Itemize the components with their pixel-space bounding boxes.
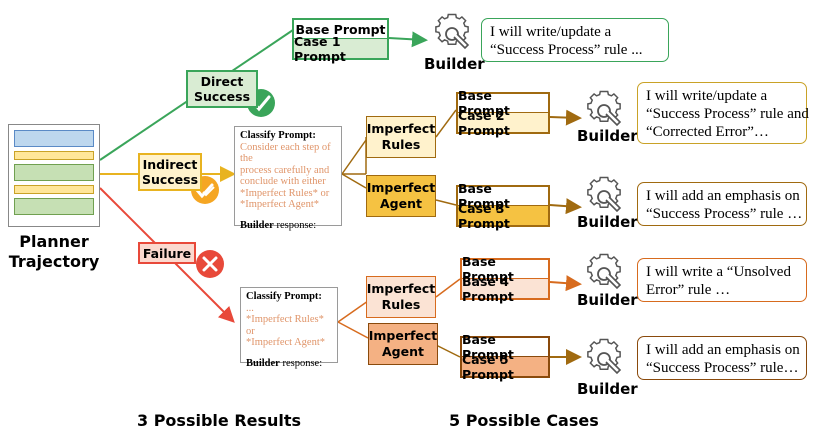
- case-prompt-cell: Case 5 Prompt: [462, 352, 548, 382]
- case-prompt-cell: Case 3 Prompt: [458, 201, 548, 231]
- prompt-pair-case-4: Base Prompt Base 4 Prompt: [460, 254, 550, 304]
- builder-label: Builder: [577, 213, 638, 231]
- builder-response-2: I will write/update a“Success Process” r…: [637, 82, 809, 144]
- builder-response-5: I will add an emphasis on“Success Proces…: [637, 336, 807, 380]
- classify-prompt-line: *Imperfect Agent*: [246, 337, 326, 348]
- trajectory-step: [14, 164, 94, 181]
- case-prompt-cell: Base 4 Prompt: [462, 274, 548, 304]
- builder-label: Builder: [424, 55, 485, 73]
- gear-wrench-icon: [586, 90, 622, 127]
- classify-prompt-line: Consider each step of the: [240, 141, 331, 165]
- builder-label: Builder: [577, 127, 638, 145]
- classify-prompt-line: conclude with either: [240, 176, 326, 187]
- trajectory-step: [14, 198, 94, 215]
- gear-wrench-icon: [586, 253, 622, 290]
- base-prompt-cell: Base Prompt: [458, 181, 548, 211]
- classify-prompt-box: Classify Prompt: ... *Imperfect Rules* o…: [240, 287, 338, 369]
- footer-possible-cases: 5 Possible Cases: [449, 411, 599, 430]
- gear-wrench-icon: [586, 338, 622, 375]
- classify-prompt-footer: Builder response:: [240, 219, 317, 231]
- case-prompt-cell: Case 2 Prompt: [458, 108, 548, 138]
- classify-prompt-line: *Imperfect Rules* or: [246, 314, 324, 337]
- classify-prompt-title: Classify Prompt:: [246, 291, 322, 302]
- trajectory-step: [14, 185, 94, 194]
- classify-prompt-line: *Imperfect Rules* or: [240, 187, 330, 199]
- base-prompt-cell: Base Prompt: [294, 20, 387, 39]
- prompt-pair-case-5: Base Prompt Case 5 Prompt: [460, 332, 550, 382]
- prompt-pair-case-3: Base Prompt Case 3 Prompt: [456, 181, 550, 231]
- planner-trajectory-stack: [8, 124, 100, 227]
- trajectory-step: [14, 130, 94, 147]
- gear-wrench-icon: [434, 13, 470, 50]
- case-prompt-cell: Case 1 Prompt: [294, 34, 387, 64]
- classify-prompt-line: process carefully and: [240, 164, 330, 176]
- cross-badge-icon: [196, 250, 224, 278]
- classify-prompt-line: ...: [246, 302, 254, 314]
- builder-response-1: I will write/update a“Success Process” r…: [481, 18, 669, 62]
- prompt-pair-case-2: Base Prompt Case 2 Prompt: [456, 88, 550, 138]
- footer-possible-results: 3 Possible Results: [137, 411, 302, 430]
- gear-wrench-icon: [586, 176, 622, 213]
- classify-prompt-title: Classify Prompt:: [240, 130, 316, 141]
- builder-response-3: I will add an emphasis on“Success Proces…: [637, 182, 807, 226]
- builder-label: Builder: [577, 380, 638, 398]
- classify-prompt-line: *Imperfect Agent*: [240, 199, 320, 210]
- prompt-pair-case-1: Base Prompt Case 1 Prompt: [292, 18, 389, 64]
- result-failure: Failure: [138, 242, 196, 264]
- builder-label: Builder: [577, 291, 638, 309]
- classify-prompt-box: Classify Prompt: Consider each step of t…: [234, 126, 342, 231]
- classify-prompt-footer: Builder response:: [246, 357, 323, 369]
- trajectory-step: [14, 151, 94, 160]
